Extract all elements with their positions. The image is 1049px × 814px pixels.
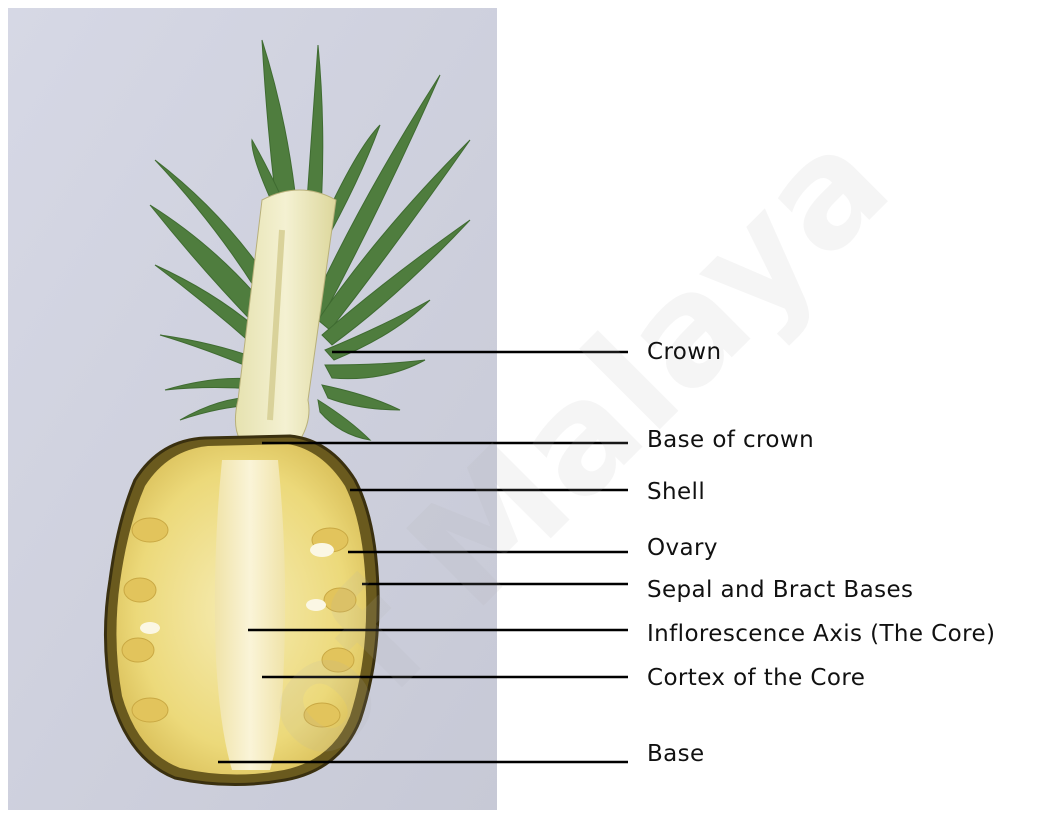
label-inflorescence-axis: Inflorescence Axis (The Core) (647, 620, 995, 648)
label-shell: Shell (647, 478, 705, 506)
label-ovary: Ovary (647, 534, 718, 562)
fruitlet (132, 698, 168, 722)
fruitlet (322, 648, 354, 672)
ovary-spot (310, 543, 334, 557)
label-sepal-bract-bases: Sepal and Bract Bases (647, 576, 913, 604)
fruitlet (124, 578, 156, 602)
ovary-spot (140, 622, 160, 634)
fruitlet (122, 638, 154, 662)
label-cortex-of-core: Cortex of the Core (647, 664, 865, 692)
fruitlet (304, 703, 340, 727)
ovary-spot (306, 599, 326, 611)
label-base-of-crown: Base of crown (647, 426, 814, 454)
fruitlet (132, 518, 168, 542)
fruitlet (324, 588, 356, 612)
label-base: Base (647, 740, 705, 768)
core (215, 460, 285, 770)
label-crown: Crown (647, 338, 721, 366)
